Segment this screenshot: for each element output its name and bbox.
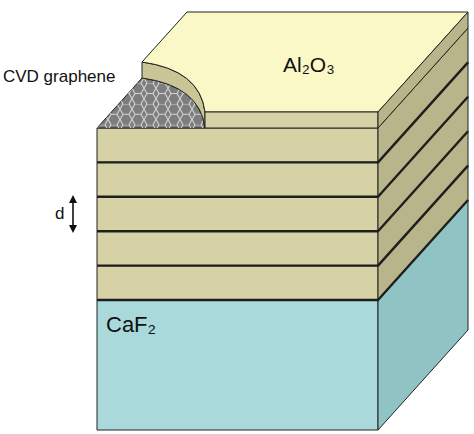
graphene-interlayer	[97, 166, 468, 266]
al2o3-slab-side	[378, 12, 468, 128]
graphene-interlayer	[97, 131, 468, 231]
material-label: CVD graphene	[3, 68, 115, 85]
caf2-front	[97, 300, 378, 430]
al2o3-layer-front	[97, 266, 378, 300]
material-label: CaF₂	[106, 314, 156, 336]
graphene-interlayer	[97, 200, 468, 300]
al2o3-top-face	[142, 12, 468, 112]
al2o3-layer-front	[97, 231, 378, 265]
al2o3-layer-front	[97, 128, 378, 162]
thickness-arrow	[72, 199, 74, 229]
al2o3-layer-front	[97, 197, 378, 231]
al2o3-layer-side	[378, 166, 468, 300]
material-label: Al₂O₃	[283, 54, 335, 75]
dimension-label: d	[55, 205, 64, 222]
al2o3-slab-front	[205, 112, 378, 128]
al2o3-layer-front	[97, 162, 378, 196]
